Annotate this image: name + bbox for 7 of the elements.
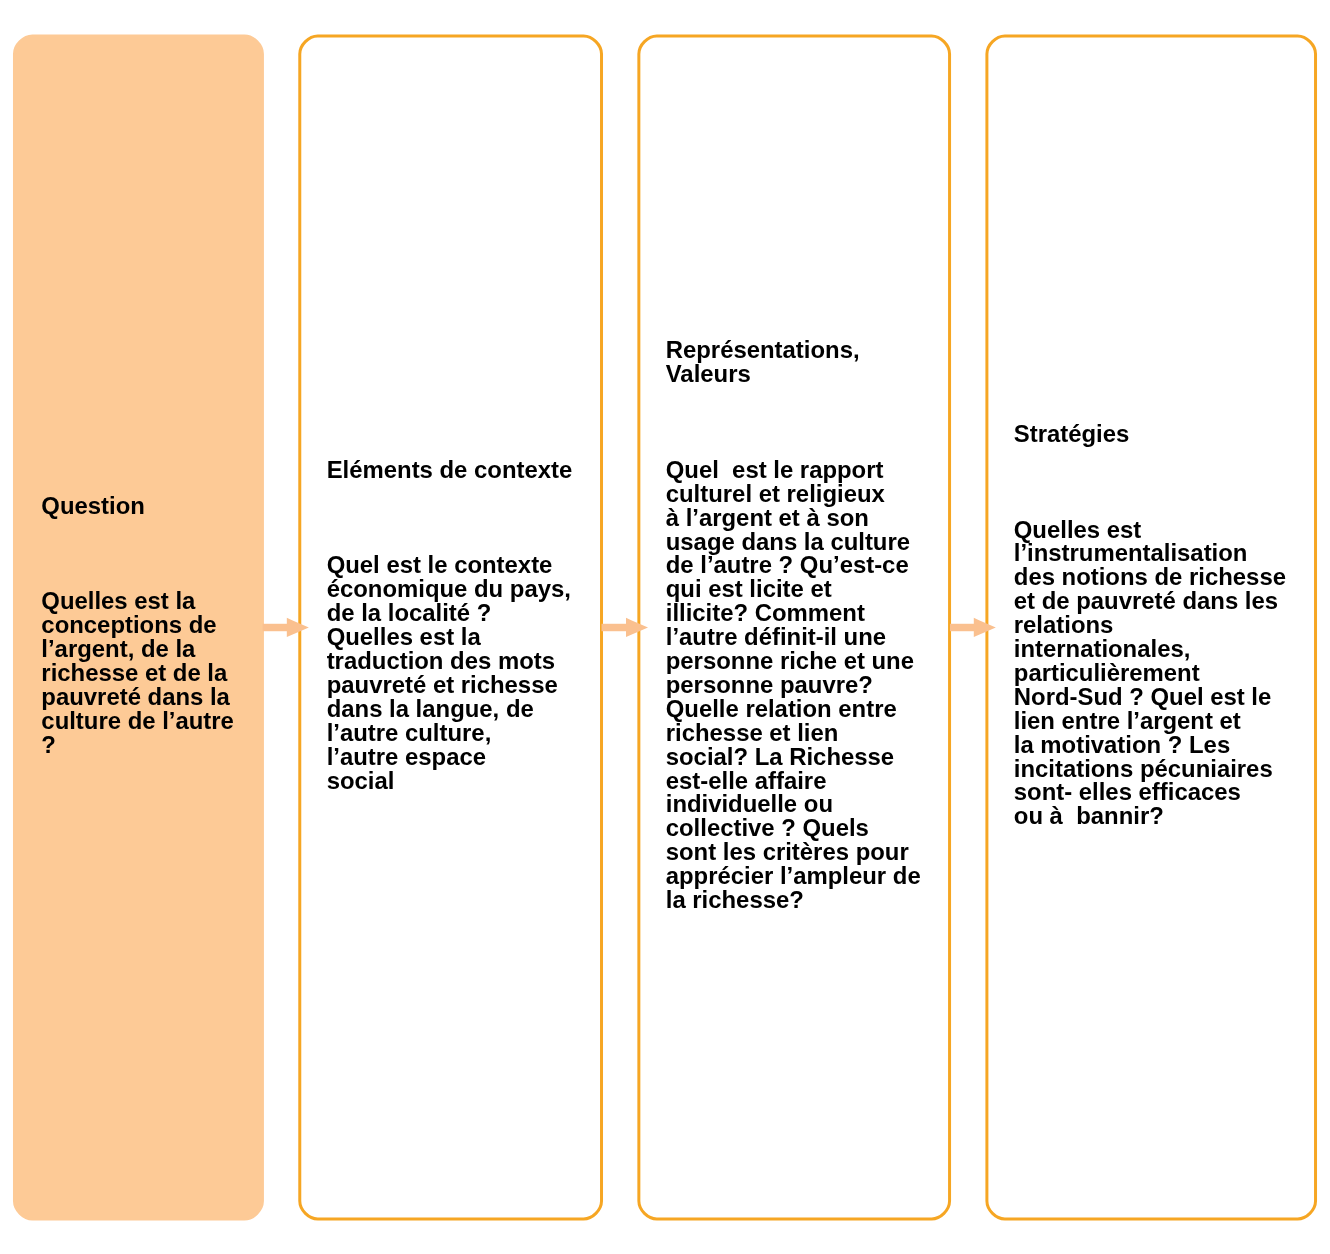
arrow	[601, 617, 649, 637]
node-box: Question Quelles est la conceptions de l’argent, de la richesse et de la pauvreté dans la culture de l’autre ?	[12, 33, 264, 1220]
node-box: Représentations, Valeurs Quel est le rapport culturel et religieux à l’argent et à son usage dans la culture de l’autre ? Qu’est-ce qui est licite et illicite? Comment l’autre définit-il une personne riche et une personne pauvre? Quelle relation entre richesse et lien social? La Richesse est-elle affaire individuelle ou collective ? Quels sont les critères pour apprécier l’ampleur de la richesse?	[637, 33, 952, 1220]
node-box: Eléments de contexte Quel est le contexte économique du pays, de la localité ? Quelles est la traduction des mots pauvreté et richesse dans la langue, de l’autre culture, l’autre espace social	[298, 33, 603, 1220]
arrow	[949, 617, 996, 637]
arrow	[262, 617, 309, 637]
node-box: Stratégies Quelles est l’instrumentalisation des notions de richesse et de pauvreté dans les relations internationales, particulièrement Nord-Sud ? Quel est le lien entre l’argent et la motivation ? Les incitations pécuniaires sont- elles efficaces ou à bannir?	[985, 33, 1318, 1220]
